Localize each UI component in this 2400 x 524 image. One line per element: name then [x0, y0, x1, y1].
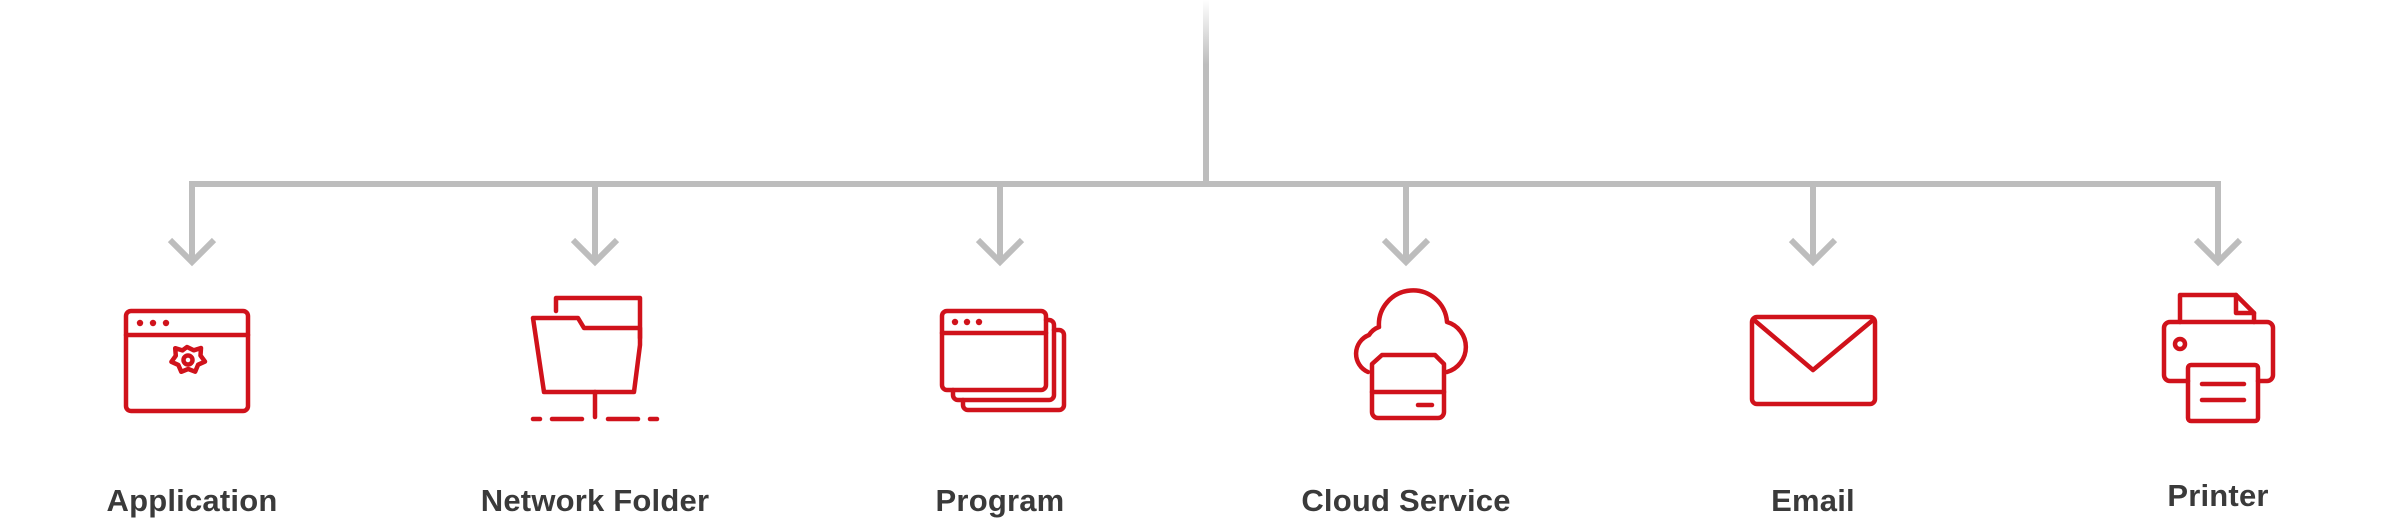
printer-icon — [2161, 292, 2276, 424]
arrow-down-icon — [570, 237, 620, 267]
arrow-down-icon — [975, 237, 1025, 267]
connector-stem — [1203, 0, 1209, 184]
arrow-down-icon — [1788, 237, 1838, 267]
arrow-down-icon — [2193, 237, 2243, 267]
network-folder-icon — [530, 295, 660, 422]
branch-email — [1788, 181, 1838, 267]
label-application: Application — [106, 483, 278, 518]
label-email: Email — [1771, 483, 1855, 518]
label-printer: Printer — [2167, 478, 2269, 513]
branch-cloud-service — [1381, 181, 1431, 267]
label-network-folder: Network Folder — [480, 483, 710, 518]
label-cloud-service: Cloud Service — [1301, 483, 1511, 518]
branch-application — [167, 181, 217, 267]
arrow-down-icon — [1381, 237, 1431, 267]
branch-network-folder — [570, 181, 620, 267]
arrow-down-icon — [167, 237, 217, 267]
cloud-storage-icon — [1353, 288, 1469, 421]
stacked-windows-icon — [939, 308, 1067, 413]
envelope-icon — [1749, 314, 1878, 407]
branch-program — [975, 181, 1025, 267]
label-program: Program — [935, 483, 1065, 518]
application-window-gear-icon — [123, 308, 251, 414]
branch-printer — [2193, 181, 2243, 267]
